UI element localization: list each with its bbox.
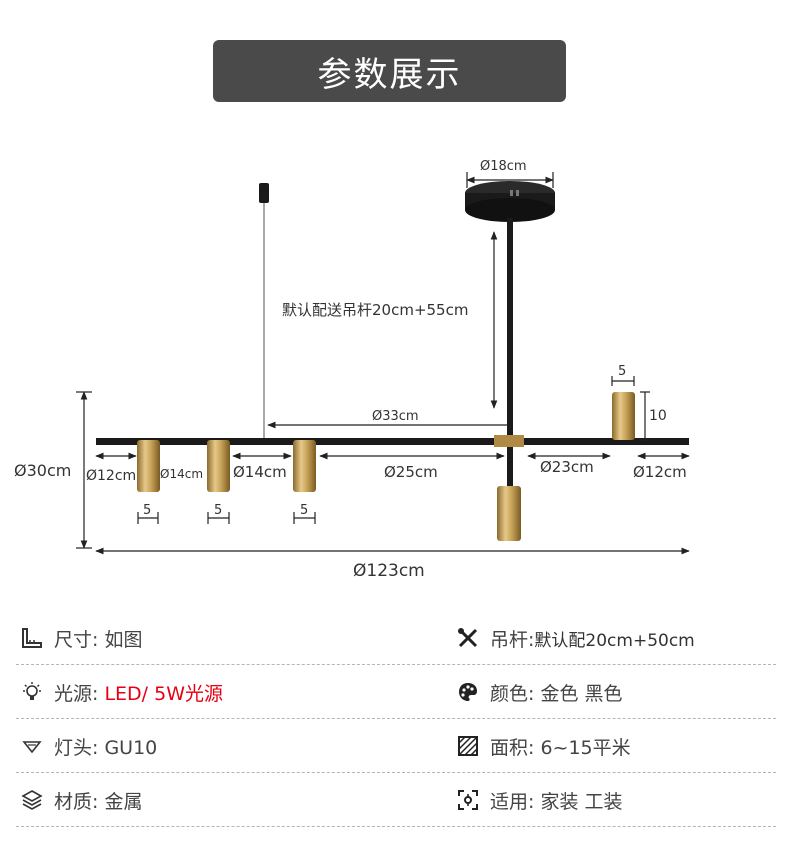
shade-down	[497, 486, 521, 541]
lamp-icon	[20, 734, 44, 758]
palette-icon	[456, 680, 480, 704]
dim-shade-h-top: 10	[649, 408, 667, 424]
spec-value: 6~15平米	[540, 736, 631, 759]
spec-rod: 吊杆:默认配20cm+50cm	[456, 612, 695, 664]
page-title: 参数展示	[317, 54, 462, 95]
spec-label: 适用:	[490, 790, 535, 813]
spec-value: 金属	[104, 790, 143, 813]
spec-label: 吊杆:	[490, 628, 535, 651]
dim-shade-w-2: 5	[214, 503, 222, 518]
dim-23: Ø23cm	[540, 458, 594, 476]
lamp-diagram: Ø18cm 默认配送吊杆20cm+55cm Ø33cm Ø30cm Ø12cm …	[14, 159, 690, 581]
spec-label: 尺寸:	[54, 628, 99, 651]
tools-icon	[456, 626, 480, 650]
spec-label: 灯头:	[54, 736, 99, 759]
lower-rod	[507, 448, 513, 486]
bar-connector	[494, 435, 524, 447]
spec-usage: 适用: 家装 工装	[456, 774, 623, 826]
spec-material: 材质: 金属	[20, 774, 142, 826]
dim-30: Ø30cm	[14, 461, 71, 480]
spec-value: GU10	[104, 736, 158, 759]
spec-label: 材质:	[54, 790, 99, 813]
scope-icon	[456, 788, 480, 812]
dim-12-left: Ø12cm	[86, 468, 136, 484]
dim-14-b: Ø14cm	[233, 463, 287, 481]
spec-label: 面积:	[490, 736, 535, 759]
spec-label: 颜色:	[490, 682, 535, 705]
spec-value: LED/ 5W光源	[104, 682, 223, 705]
canopy	[465, 181, 555, 222]
shade-3	[293, 440, 316, 492]
horizontal-bar	[96, 438, 689, 445]
dim-14-a: Ø14cm	[160, 467, 203, 481]
spec-value: 如图	[104, 628, 143, 651]
spec-row: 尺寸: 如图 吊杆:默认配20cm+50cm	[16, 612, 776, 665]
layers-icon	[20, 788, 44, 812]
dim-canopy: Ø18cm	[480, 159, 527, 174]
spec-value: 金色 黑色	[540, 682, 623, 705]
dim-total: Ø123cm	[353, 561, 425, 581]
shade-1	[137, 440, 160, 492]
suspension-rod	[507, 218, 513, 448]
spec-value: 默认配20cm+50cm	[534, 630, 695, 651]
spec-size: 尺寸: 如图	[20, 612, 142, 664]
bulb-icon	[20, 680, 44, 704]
spec-row: 光源: LED/ 5W光源 颜色: 金色 黑色	[16, 666, 776, 719]
spec-row: 材质: 金属 适用: 家装 工装	[16, 774, 776, 827]
area-icon	[456, 734, 480, 758]
dim-rod-note: 默认配送吊杆20cm+55cm	[282, 301, 468, 319]
spec-value: 家装 工装	[540, 790, 623, 813]
dim-33: Ø33cm	[372, 409, 419, 424]
spec-row: 灯头: GU10 面积: 6~15平米	[16, 720, 776, 773]
spec-color: 颜色: 金色 黑色	[456, 666, 623, 718]
ruler-icon	[20, 626, 44, 650]
dim-shade-w-1: 5	[143, 503, 151, 518]
dim-shade-w-top: 5	[618, 364, 626, 379]
spec-light: 光源: LED/ 5W光源	[20, 666, 223, 718]
shade-up	[612, 392, 635, 440]
shade-2	[207, 440, 230, 492]
spec-socket: 灯头: GU10	[20, 720, 157, 772]
spec-label: 光源:	[54, 682, 99, 705]
dim-shade-w-3: 5	[300, 503, 308, 518]
dim-25: Ø25cm	[384, 463, 438, 481]
spec-area: 面积: 6~15平米	[456, 720, 631, 772]
title-banner: 参数展示	[213, 40, 566, 102]
dim-12-right: Ø12cm	[633, 463, 687, 481]
suspension-wire	[259, 183, 269, 440]
